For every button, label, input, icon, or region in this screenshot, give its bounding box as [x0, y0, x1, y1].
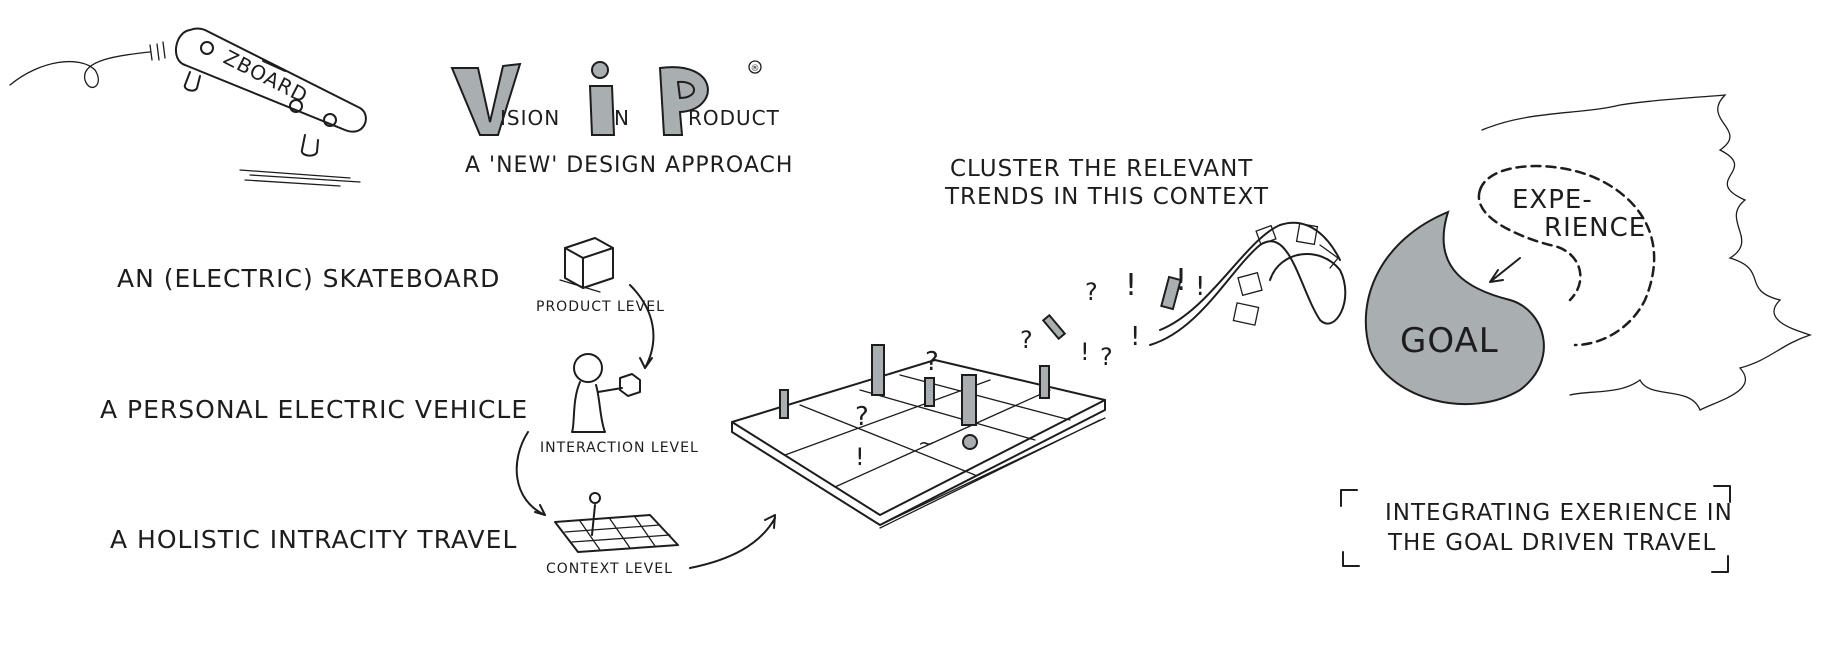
- svg-text:!: !: [1195, 272, 1206, 302]
- skateboard-illustration: ZBOARD: [9, 27, 367, 187]
- vip-logo: ISION N RODUCT ® A 'NEW' DESIGN APPROACH: [450, 60, 793, 178]
- logo-in: N: [614, 106, 630, 130]
- experience-label-line2: RIENCE: [1544, 213, 1646, 243]
- goal-label: GOAL: [1400, 321, 1499, 361]
- letter-i-dot: [591, 61, 609, 79]
- statement-travel: A HOLISTIC INTRACITY TRAVEL: [110, 525, 517, 554]
- logo-subtitle: A 'NEW' DESIGN APPROACH: [465, 153, 793, 178]
- svg-text:!: !: [1130, 322, 1141, 352]
- svg-text:?: ?: [925, 347, 940, 377]
- context-level-label: CONTEXT LEVEL: [546, 561, 673, 577]
- trends-swirl: ? ? ? ! ! ! ! !: [1020, 221, 1347, 371]
- svg-text:~: ~: [918, 431, 936, 455]
- registered-mark: ®: [751, 64, 761, 74]
- svg-text:?: ?: [1100, 343, 1114, 371]
- svg-text:?: ?: [855, 402, 870, 432]
- integrating-corner-brackets: [1340, 485, 1731, 573]
- experience-label-line1: EXPE-: [1512, 185, 1593, 215]
- product-level-label: PRODUCT LEVEL: [536, 299, 665, 315]
- cluster-caption-line2: TRENDS IN THIS CONTEXT: [944, 184, 1269, 210]
- experience-dashed-outline: [1478, 164, 1656, 347]
- logo-product: RODUCT: [688, 106, 780, 130]
- product-level-cube-icon: [559, 237, 614, 293]
- context-platform: ? ? ! ~: [731, 344, 1106, 529]
- logo-vision: ISION: [500, 106, 560, 130]
- statement-skateboard: AN (ELECTRIC) SKATEBOARD: [117, 264, 500, 293]
- svg-text:!: !: [1125, 268, 1138, 303]
- svg-text:?: ?: [1085, 278, 1099, 306]
- letter-p: [658, 66, 709, 136]
- goal-blob: [1364, 210, 1545, 405]
- svg-text:!: !: [1080, 338, 1091, 366]
- interaction-level-person-icon: [571, 353, 641, 433]
- svg-text:?: ?: [1020, 326, 1034, 354]
- letter-v: [450, 62, 522, 136]
- integrating-line1: INTEGRATING EXERIENCE IN: [1385, 500, 1733, 526]
- context-level-grid-icon: [554, 492, 679, 553]
- cluster-caption-line1: CLUSTER THE RELEVANT: [950, 156, 1253, 182]
- integrating-line2: THE GOAL DRIVEN TRAVEL: [1387, 530, 1716, 556]
- svg-text:!: !: [855, 443, 866, 471]
- statement-vehicle: A PERSONAL ELECTRIC VEHICLE: [100, 395, 528, 424]
- letter-i: [588, 85, 616, 136]
- goal-experience-illustration: [1364, 94, 1813, 411]
- arrow-interaction-to-context: [515, 431, 546, 516]
- interaction-level-label: INTERACTION LEVEL: [540, 440, 699, 456]
- arrow-product-to-interaction: [629, 284, 655, 369]
- arrow-context-to-platform: [689, 517, 776, 569]
